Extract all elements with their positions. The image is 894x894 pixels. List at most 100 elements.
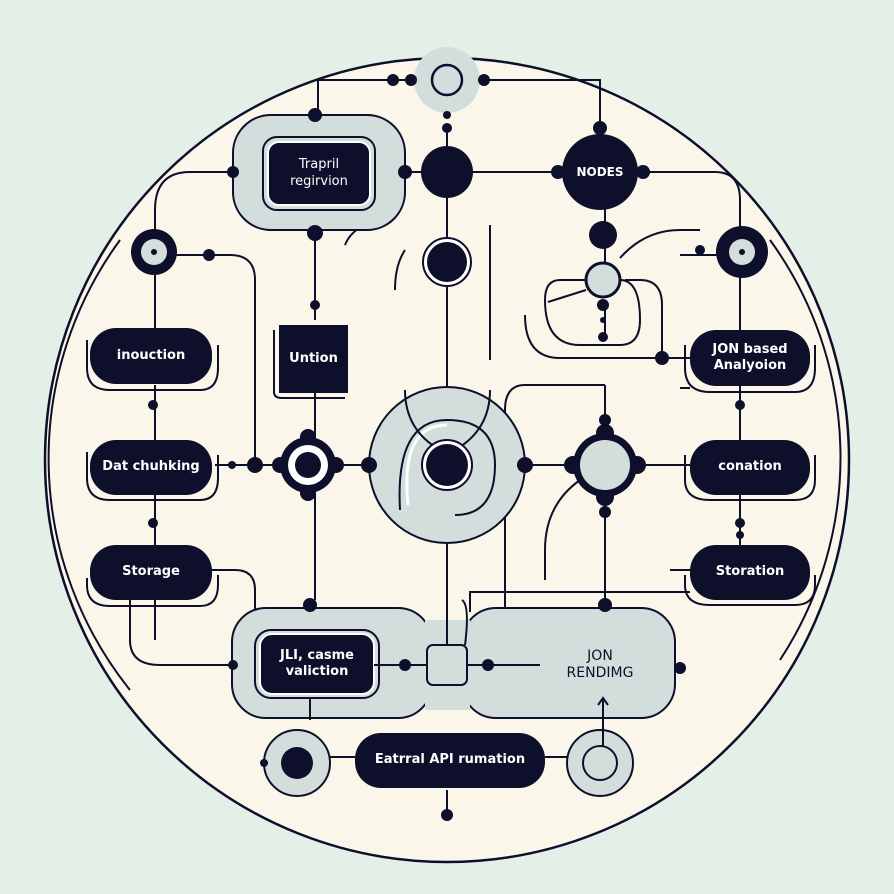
junction-dot bbox=[405, 74, 417, 86]
junction-dot bbox=[517, 457, 533, 473]
pill-shadow bbox=[86, 340, 219, 391]
wire bbox=[524, 314, 690, 359]
junction-dot bbox=[735, 400, 745, 410]
validation-label: JLI, casme valiction bbox=[279, 647, 354, 679]
wire bbox=[625, 279, 663, 358]
union-box[interactable] bbox=[279, 325, 348, 393]
inner-arc-right bbox=[769, 239, 842, 661]
junction-dot bbox=[203, 249, 215, 261]
junction-dot bbox=[599, 414, 611, 426]
junction-dot bbox=[674, 662, 686, 674]
top-hub-ring bbox=[430, 63, 464, 97]
wire bbox=[154, 171, 232, 235]
inner-arc-left bbox=[47, 239, 131, 691]
ring-node-right[interactable] bbox=[716, 226, 768, 278]
center-hub-arc-white bbox=[405, 423, 448, 506]
inouction-label: inouction bbox=[116, 347, 186, 363]
junction-dot bbox=[148, 400, 158, 410]
junction-dot bbox=[735, 518, 745, 528]
junction-dot bbox=[597, 299, 609, 311]
wire bbox=[543, 279, 642, 346]
gear-node-right[interactable] bbox=[564, 424, 646, 506]
small-grey-node[interactable] bbox=[584, 261, 622, 299]
junction-dot bbox=[247, 457, 263, 473]
nodes-hub-label: NODES bbox=[576, 164, 624, 179]
top-region-box-outline bbox=[262, 136, 376, 211]
junction-dot bbox=[443, 111, 451, 119]
wire bbox=[619, 229, 700, 259]
gear-node-left[interactable] bbox=[272, 429, 344, 501]
junction-dot bbox=[441, 809, 453, 821]
junction-dot bbox=[399, 659, 411, 671]
junction-dot bbox=[482, 659, 494, 671]
nodes-hub[interactable] bbox=[562, 134, 638, 210]
json-rendering-label: JON RENDIMG bbox=[566, 647, 634, 682]
conation-pill[interactable] bbox=[690, 440, 810, 495]
junction-dot bbox=[228, 660, 238, 670]
wire bbox=[469, 591, 690, 612]
pill-shadow bbox=[684, 575, 816, 606]
pill-shadow bbox=[684, 345, 816, 393]
junction-dot bbox=[307, 225, 323, 241]
wire bbox=[605, 171, 741, 230]
bottom-right-node-ring bbox=[582, 745, 618, 781]
center-hub-arc bbox=[398, 418, 497, 516]
hub-ring-node-core bbox=[427, 242, 467, 282]
junction-dot bbox=[598, 332, 608, 342]
junction-dot bbox=[148, 518, 158, 528]
junction-dot bbox=[260, 759, 268, 767]
junction-dot bbox=[736, 531, 744, 539]
junction-dot bbox=[308, 108, 322, 122]
storation-pill[interactable] bbox=[690, 545, 810, 600]
wire bbox=[129, 598, 232, 666]
top-region-box[interactable] bbox=[267, 141, 371, 206]
inouction-pill[interactable] bbox=[90, 328, 212, 384]
storage-pill[interactable] bbox=[90, 545, 212, 600]
junction-dot bbox=[655, 351, 669, 365]
conation-label: conation bbox=[718, 459, 782, 475]
junction-dot bbox=[600, 317, 606, 323]
wire bbox=[210, 569, 256, 640]
union-label: Untion bbox=[289, 350, 338, 366]
junction-dot bbox=[303, 598, 317, 612]
wire bbox=[175, 254, 256, 465]
union-box-shadow bbox=[273, 330, 345, 399]
json-analysis-pill[interactable] bbox=[690, 330, 810, 386]
wire bbox=[394, 249, 406, 291]
junction-dot bbox=[599, 506, 611, 518]
arrow-up bbox=[597, 696, 609, 712]
highlight-line bbox=[547, 289, 587, 303]
junction-dot bbox=[589, 221, 617, 249]
pill-shadow bbox=[684, 455, 816, 501]
connector-square[interactable] bbox=[426, 644, 468, 686]
junction-dot bbox=[478, 74, 490, 86]
junction-dot bbox=[227, 166, 239, 178]
wire bbox=[504, 384, 605, 650]
junction-dot bbox=[442, 123, 452, 133]
data-chunking-pill[interactable] bbox=[90, 440, 212, 495]
junction-dot bbox=[636, 165, 650, 179]
top-region-label: Trapril regirvion bbox=[290, 157, 348, 189]
junction-dot bbox=[598, 598, 612, 612]
junction-dot bbox=[593, 121, 607, 135]
ring-node-left[interactable] bbox=[131, 229, 177, 275]
external-api-pill[interactable] bbox=[355, 733, 545, 788]
junction-dot bbox=[398, 165, 412, 179]
bottom-left-node-core bbox=[281, 747, 313, 779]
junction-dot bbox=[551, 165, 565, 179]
wire bbox=[544, 479, 581, 580]
junction-dot bbox=[387, 74, 399, 86]
data-chunking-label: Dat chuhking bbox=[102, 459, 200, 475]
storage-left-label: Storage bbox=[122, 564, 180, 580]
json-analysis-label: JON based Analyoion bbox=[712, 341, 788, 373]
pill-shadow bbox=[86, 575, 219, 607]
pill-shadow bbox=[86, 452, 219, 501]
junction-dot bbox=[310, 300, 320, 310]
junction-dot bbox=[361, 457, 377, 473]
hub-dark-node[interactable] bbox=[421, 146, 473, 198]
junction-dot bbox=[228, 461, 236, 469]
storage-right-label: Storation bbox=[715, 564, 785, 580]
external-api-label: Eatrral API rumation bbox=[374, 752, 526, 768]
junction-dot bbox=[695, 245, 705, 255]
